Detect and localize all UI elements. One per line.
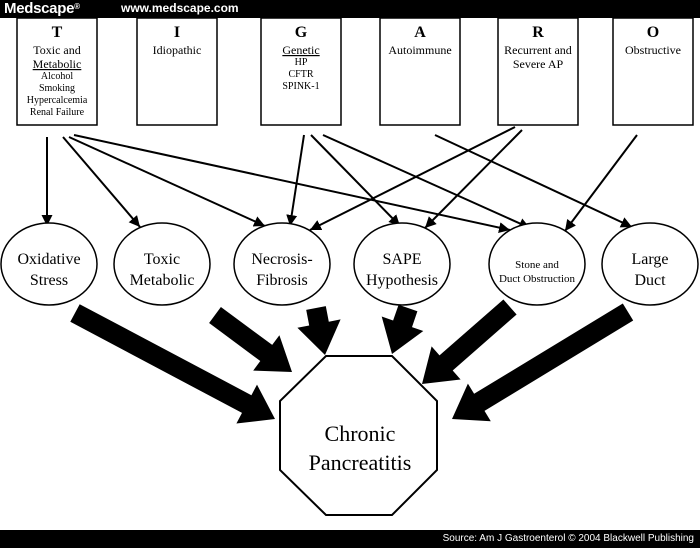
mechanism-label: Oxidative [17, 251, 80, 268]
category-letter: T [52, 24, 63, 41]
category-box-a: A Autoimmune [379, 17, 461, 126]
mechanism-label: Duct Obstruction [499, 273, 576, 285]
mechanism-label: Stress [30, 272, 68, 289]
site-url[interactable]: www.medscape.com [121, 1, 239, 15]
connector-arrow-5 [286, 134, 305, 227]
category-label: Idiopathic [153, 43, 202, 57]
category-detail: Hypercalcemia [27, 95, 88, 106]
category-box-i: I Idiopathic [136, 17, 218, 126]
category-box-o: O Obstructive [612, 17, 694, 126]
category-detail: HP [295, 57, 308, 68]
category-letter: R [532, 24, 544, 41]
category-detail: CFTR [288, 69, 313, 80]
connector-arrow-3 [68, 136, 266, 227]
outcome-arrow-4 [381, 304, 424, 354]
mechanism-label: Large [631, 251, 668, 268]
header-bar: Medscape® www.medscape.com [0, 0, 700, 18]
footer-bar: Source: Am J Gastroenterol © 2004 Blackw… [0, 530, 700, 548]
category-detail: Smoking [39, 83, 75, 94]
category-letter: I [174, 24, 180, 41]
connector-arrow-11 [564, 134, 638, 232]
connector-arrow-6 [310, 134, 401, 227]
category-detail: SPINK-1 [282, 81, 319, 92]
connector-arrow-2 [62, 136, 141, 228]
category-label: Toxic and [33, 43, 80, 57]
category-letter: G [295, 24, 308, 41]
category-label: Severe AP [513, 57, 564, 71]
connector-arrow-10 [424, 129, 523, 229]
connector-arrow-9 [309, 126, 516, 231]
category-detail: Alcohol [41, 71, 73, 82]
outcome-arrow-1 [70, 304, 275, 424]
category-box-frame [16, 17, 98, 126]
medscape-logo[interactable]: Medscape® [4, 0, 80, 17]
connector-layer [41, 126, 638, 424]
category-box-frame [379, 17, 461, 126]
outcome-label: Chronic [325, 421, 396, 446]
outcome-label: Pancreatitis [309, 450, 412, 475]
outcome-arrow-6 [452, 303, 634, 422]
category-box-frame [260, 17, 342, 126]
category-label: Autoimmune [388, 43, 451, 57]
mechanism-label: Stone and [515, 259, 559, 271]
mechanism-oval-shape [488, 222, 586, 306]
outcome-octagon [279, 355, 438, 516]
mechanism-label: SAPE [382, 251, 421, 268]
mechanism-oval-shape [0, 222, 98, 306]
category-label: Metabolic [33, 57, 82, 71]
mechanism-label: Necrosis- [251, 251, 312, 268]
outcome-arrow-3 [297, 306, 341, 355]
mechanism-label: Duct [634, 272, 666, 289]
connector-arrow-7 [322, 134, 531, 229]
mechanism-oval-shape [353, 222, 451, 306]
category-box-frame [136, 17, 218, 126]
category-boxes: T Toxic andMetabolicAlcoholSmokingHyperca… [16, 17, 694, 126]
registered-mark: ® [74, 2, 80, 11]
outcome-arrow-2 [209, 307, 292, 372]
mechanism-ovals: OxidativeStressToxicMetabolicNecrosis-Fi… [0, 222, 699, 306]
category-label: Recurrent and [504, 43, 572, 57]
mechanism-oval-3: Necrosis- Fibrosis [233, 222, 331, 306]
category-detail: Renal Failure [30, 107, 85, 118]
mechanism-label: Fibrosis [256, 272, 308, 289]
outcome-arrow-5 [422, 299, 517, 384]
category-box-t: T Toxic andMetabolicAlcoholSmokingHyperca… [16, 17, 98, 126]
source-citation: Source: Am J Gastroenterol © 2004 Blackw… [442, 533, 694, 544]
mechanism-oval-shape [113, 222, 211, 306]
category-box-frame [612, 17, 694, 126]
mechanism-label: Metabolic [130, 272, 195, 289]
mechanism-oval-4: SAPE Hypothesis [353, 222, 451, 306]
category-box-frame [497, 17, 579, 126]
mechanism-oval-shape [601, 222, 699, 306]
category-letter: A [414, 24, 426, 41]
category-label: Genetic [282, 43, 319, 57]
mechanism-label: Hypothesis [366, 272, 438, 289]
category-label: Obstructive [625, 43, 681, 57]
mechanism-oval-shape [233, 222, 331, 306]
mechanism-label: Toxic [144, 251, 180, 268]
brand-name: Medscape [4, 0, 75, 17]
category-letter: O [647, 24, 659, 41]
